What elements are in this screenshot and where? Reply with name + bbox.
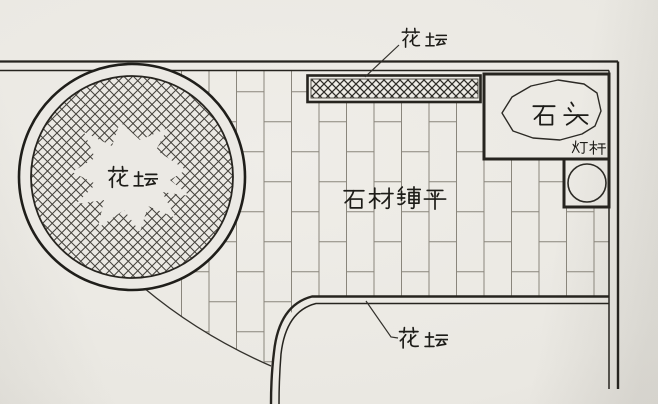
lamp-post-label xyxy=(571,139,606,156)
circular-bed xyxy=(17,62,247,292)
cjk-glyph xyxy=(589,140,606,156)
cjk-glyph xyxy=(532,105,556,126)
top-bed-strip xyxy=(306,74,482,104)
top-bed-leader-line xyxy=(364,44,400,78)
lamp-post-circle xyxy=(567,163,607,203)
cjk-glyph xyxy=(133,170,158,187)
lamp-cell-border xyxy=(562,157,611,209)
paving-label xyxy=(341,185,448,211)
cjk-glyph xyxy=(423,331,448,348)
paving-edge-curve xyxy=(143,287,272,367)
cjk-glyph xyxy=(396,185,421,210)
bottom-bed-leader-line xyxy=(365,300,399,339)
top-bed-label xyxy=(399,26,447,50)
cjk-glyph xyxy=(401,27,421,48)
cjk-glyph xyxy=(571,140,588,154)
top-bed-border xyxy=(306,74,482,104)
circular-bed-label-clearing xyxy=(72,122,190,232)
rock-outline xyxy=(501,79,602,141)
circular-bed-outer-ring xyxy=(17,62,247,292)
circular-bed-inner-ring xyxy=(30,75,234,279)
cjk-glyph xyxy=(343,189,365,209)
cjk-glyph xyxy=(398,326,420,349)
circular-bed-label xyxy=(105,164,158,190)
bottom-bed-label xyxy=(396,325,448,351)
rock-label xyxy=(530,100,590,128)
cjk-glyph xyxy=(107,165,129,189)
cjk-glyph xyxy=(563,101,589,126)
bottom-bed-edge xyxy=(269,295,609,404)
rock-area-border xyxy=(482,72,611,161)
top-bed-hatch xyxy=(310,78,479,99)
cjk-glyph xyxy=(424,32,447,47)
cjk-glyph xyxy=(423,189,447,211)
cjk-glyph xyxy=(368,187,394,210)
